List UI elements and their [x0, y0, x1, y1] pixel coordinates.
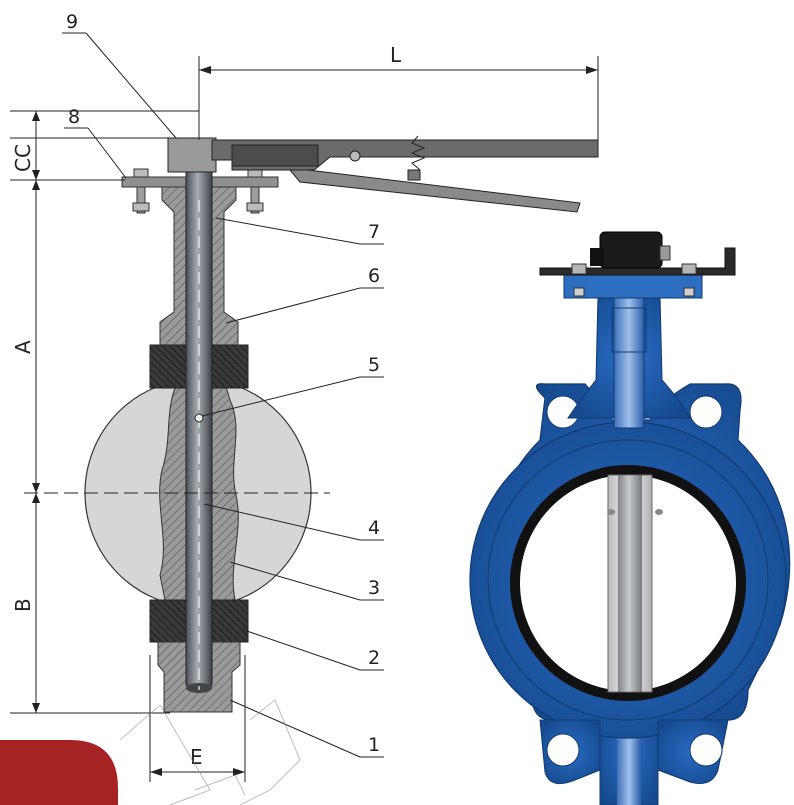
lever-handle — [167, 135, 599, 213]
svg-text:2: 2 — [368, 647, 380, 669]
callout-8: 8 — [64, 106, 127, 179]
red-badge — [0, 740, 118, 805]
upper-stem — [613, 295, 645, 429]
dim-label-L: L — [390, 43, 402, 67]
svg-text:7: 7 — [368, 221, 380, 243]
dimension-B: B — [11, 493, 40, 713]
lug-hole-top-right — [689, 395, 723, 429]
svg-text:9: 9 — [66, 11, 78, 33]
callout-9: 9 — [62, 11, 177, 139]
body-ring-inner-line — [487, 439, 769, 721]
plate-bolt-right — [681, 263, 697, 275]
pin — [194, 413, 204, 423]
valve-front-view — [469, 231, 791, 805]
svg-text:4: 4 — [368, 517, 380, 539]
dimension-L: L — [198, 43, 599, 140]
handle-hub — [599, 231, 663, 269]
dim-label-A: A — [11, 340, 35, 354]
dim-label-CC: CC — [11, 144, 35, 172]
svg-text:3: 3 — [368, 577, 380, 599]
callout-5: 5 — [201, 354, 384, 417]
callout-6: 6 — [225, 265, 384, 324]
top-flange-blue — [563, 271, 703, 299]
dim-label-E: E — [190, 745, 203, 769]
stem-through-bore — [618, 475, 642, 692]
flange-bolt-right — [246, 168, 264, 214]
dimension-CC: CC — [11, 111, 40, 180]
svg-text:5: 5 — [368, 354, 380, 376]
callout-1: 1 — [229, 699, 384, 758]
section-drawing: L CC A B — [10, 11, 599, 782]
flange-bolt-left — [132, 168, 150, 214]
callout-2: 2 — [243, 629, 384, 671]
callout-3: 3 — [229, 561, 384, 601]
dim-label-B: B — [11, 598, 35, 612]
svg-text:6: 6 — [368, 265, 380, 287]
background-sketch — [119, 699, 301, 805]
callout-7: 7 — [215, 217, 384, 245]
svg-text:8: 8 — [68, 106, 80, 128]
dimension-A: A — [11, 180, 40, 493]
svg-text:1: 1 — [368, 734, 380, 756]
dimension-E: E — [149, 655, 246, 782]
plate-bolt-left — [571, 263, 587, 275]
callout-4: 4 — [203, 503, 384, 541]
